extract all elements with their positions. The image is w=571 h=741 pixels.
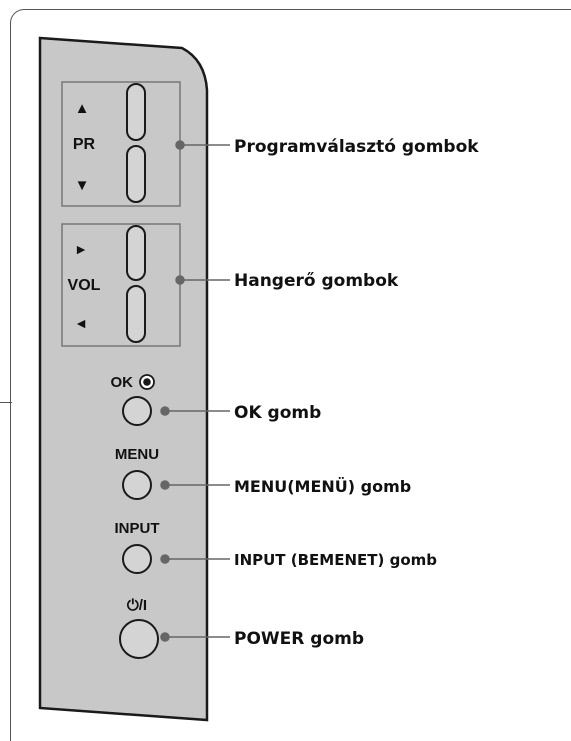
vol-group-box bbox=[61, 223, 181, 347]
callout-program-buttons: Programválasztó gombok bbox=[234, 137, 479, 157]
vol-down-button[interactable] bbox=[126, 285, 146, 343]
callout-volume-buttons: Hangerő gombok bbox=[234, 271, 399, 291]
control-panel bbox=[38, 36, 209, 722]
callout-ok-button: OK gomb bbox=[234, 403, 321, 423]
pr-label: PR bbox=[73, 136, 96, 153]
pr-up-button[interactable] bbox=[126, 83, 146, 141]
margin-tick bbox=[0, 402, 12, 403]
vol-up-button[interactable] bbox=[126, 225, 146, 281]
ok-label: OK bbox=[111, 374, 134, 391]
ok-indicator-dot bbox=[143, 378, 151, 386]
callout-menu-button: MENU(MENÜ) gomb bbox=[234, 477, 411, 496]
input-button[interactable] bbox=[122, 544, 152, 574]
power-button[interactable] bbox=[119, 619, 159, 659]
callout-connectors bbox=[160, 140, 230, 642]
pr-down-symbol: ▼ bbox=[75, 177, 90, 194]
power-label: ⏻/I bbox=[127, 597, 147, 614]
vol-label: VOL bbox=[68, 277, 101, 294]
page-frame bbox=[10, 9, 571, 741]
ok-button[interactable] bbox=[122, 396, 152, 426]
vol-down-symbol: ◄ bbox=[74, 315, 88, 331]
menu-button[interactable] bbox=[122, 470, 152, 500]
vol-up-symbol: ► bbox=[74, 241, 88, 257]
menu-label: MENU bbox=[115, 446, 159, 463]
pr-down-button[interactable] bbox=[126, 145, 146, 203]
input-label: INPUT bbox=[115, 520, 160, 537]
pr-up-symbol: ▲ bbox=[75, 100, 90, 117]
callout-power-button: POWER gomb bbox=[234, 629, 364, 649]
callout-input-button: INPUT (BEMENET) gomb bbox=[234, 551, 437, 569]
